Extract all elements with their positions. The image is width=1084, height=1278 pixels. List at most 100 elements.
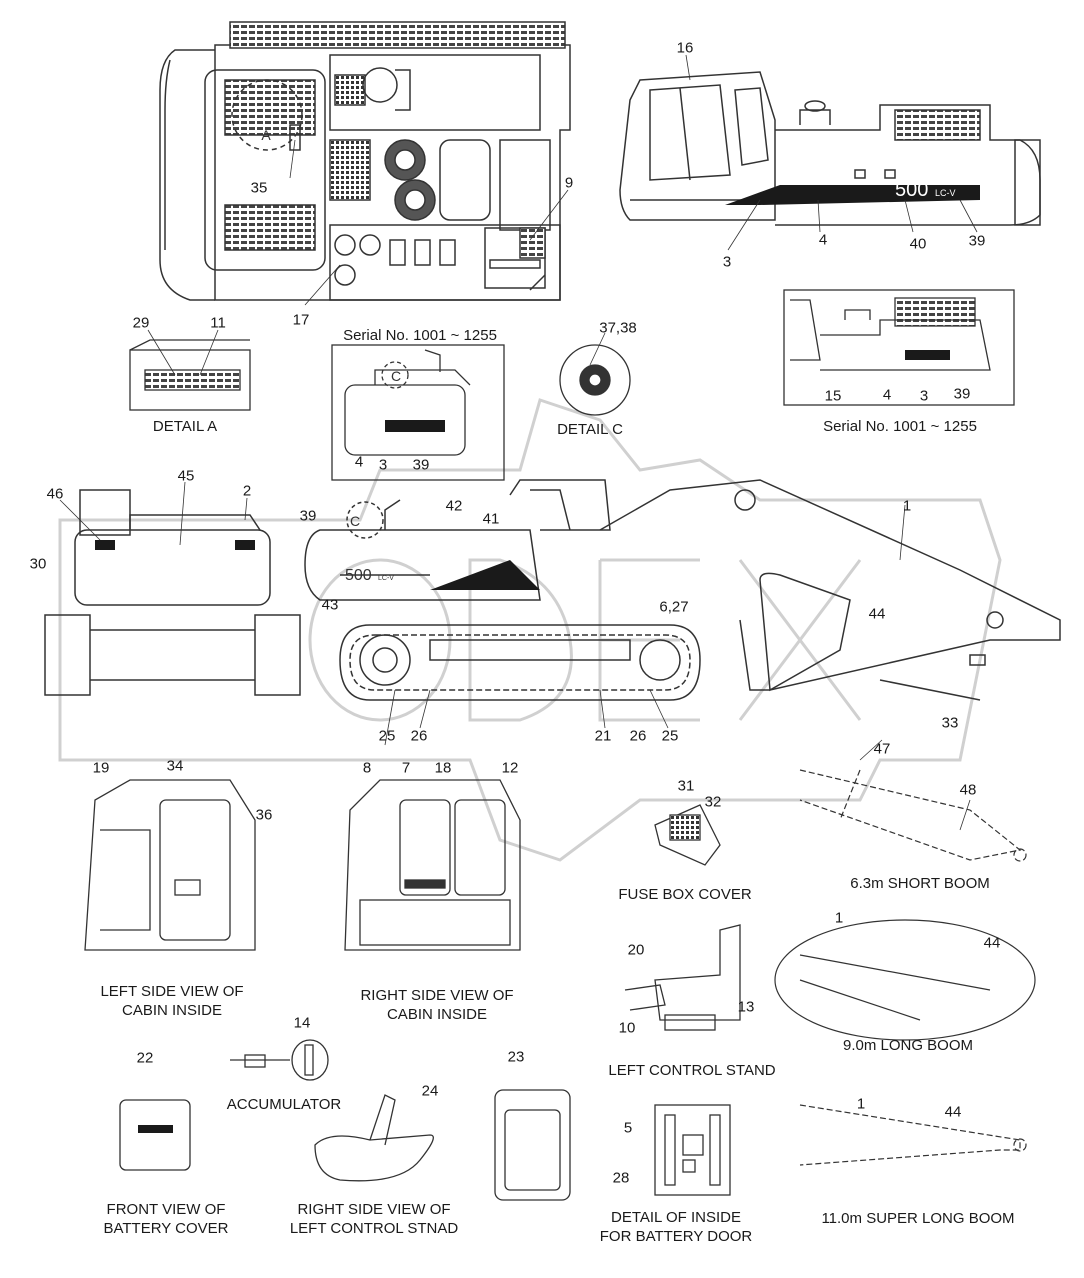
cabin-left-inside-drawing <box>84 779 256 951</box>
part-number-44: 44 <box>983 934 1001 952</box>
fuse-box-drawing <box>654 804 721 866</box>
part-number-2: 2 <box>242 482 252 500</box>
part-number-7: 7 <box>401 759 411 777</box>
part-number-31: 31 <box>677 777 695 795</box>
door-drawing <box>494 1089 571 1201</box>
serial-box-right <box>783 289 1015 406</box>
cabin-right-inside-drawing <box>344 779 521 951</box>
part-number-40: 40 <box>909 235 927 253</box>
part-number-32: 32 <box>704 793 722 811</box>
part-number-22: 22 <box>136 1049 154 1067</box>
part-number-3: 3 <box>378 456 388 474</box>
part-number-3: 3 <box>722 253 732 271</box>
top-right-side-view <box>619 71 1041 226</box>
part-number-6-27: 6,27 <box>659 598 689 616</box>
part-number-45: 45 <box>177 467 195 485</box>
caption-battery-cover-line1: FRONT VIEW OF <box>106 1201 226 1218</box>
caption-right-cabin: RIGHT SIDE VIEW OF CABIN INSIDE <box>360 986 513 1024</box>
caption-right-control-line1: RIGHT SIDE VIEW OF <box>297 1201 451 1218</box>
part-number-39: 39 <box>299 507 317 525</box>
part-number-26: 26 <box>410 727 428 745</box>
part-number-30: 30 <box>29 555 47 573</box>
part-number-17: 17 <box>292 311 310 329</box>
part-number-3: 3 <box>919 387 929 405</box>
part-number-14: 14 <box>293 1014 311 1032</box>
caption-right-control: RIGHT SIDE VIEW OF LEFT CONTROL STNAD <box>290 1200 458 1238</box>
part-number-20: 20 <box>627 941 645 959</box>
leader-lines <box>59 54 978 831</box>
caption-left-cabin-line1: LEFT SIDE VIEW OF <box>100 983 244 1000</box>
detail-letter-c-serial: C <box>391 368 401 384</box>
detail-letter-a: A <box>261 127 271 143</box>
super-long-boom-drawing <box>799 1104 1027 1166</box>
part-number-33: 33 <box>941 714 959 732</box>
part-number-12: 12 <box>501 759 519 777</box>
left-control-stand-drawing <box>624 924 741 1031</box>
part-number-24: 24 <box>421 1082 439 1100</box>
model-decal-side: 500 <box>345 567 372 584</box>
part-number-42: 42 <box>445 497 463 515</box>
model-decal-top: 500 <box>895 179 928 201</box>
part-number-26: 26 <box>629 727 647 745</box>
part-number-19: 19 <box>92 759 110 777</box>
accumulator-drawing <box>230 1039 329 1081</box>
part-number-36: 36 <box>255 806 273 824</box>
part-number-4: 4 <box>882 386 892 404</box>
caption-long-boom: 9.0m LONG BOOM <box>842 1037 974 1054</box>
caption-left-cabin-line2: CABIN INSIDE <box>121 1002 223 1019</box>
caption-battery-cover-line2: BATTERY COVER <box>103 1220 229 1237</box>
top-view-upper-structure <box>159 21 571 301</box>
right-control-drawing <box>314 1094 434 1182</box>
detail-c-drawing <box>559 344 631 416</box>
caption-battery-door-line2: FOR BATTERY DOOR <box>599 1228 753 1245</box>
part-number-15: 15 <box>824 387 842 405</box>
part-number-34: 34 <box>166 757 184 775</box>
part-number-41: 41 <box>482 510 500 528</box>
caption-accumulator: ACCUMULATOR <box>226 1096 342 1113</box>
part-number-13: 13 <box>737 998 755 1016</box>
caption-right-control-line2: LEFT CONTROL STNAD <box>289 1220 459 1237</box>
part-number-46: 46 <box>46 485 64 503</box>
detail-a-drawing <box>129 339 251 411</box>
caption-super-long-boom: 11.0m SUPER LONG BOOM <box>821 1210 1015 1227</box>
detail-letter-c-side: C <box>350 513 360 529</box>
part-number-9: 9 <box>564 174 574 192</box>
long-boom-drawing <box>774 919 1036 1041</box>
caption-detail-a: DETAIL A <box>152 418 218 435</box>
part-number-39: 39 <box>968 232 986 250</box>
battery-door-drawing <box>654 1104 731 1196</box>
part-number-11: 11 <box>210 314 226 332</box>
part-number-28: 28 <box>612 1169 630 1187</box>
main-excavator-side-view <box>44 479 1061 701</box>
caption-serial-right: Serial No. 1001 ~ 1255 <box>823 418 977 435</box>
caption-left-control-stand: LEFT CONTROL STAND <box>608 1062 776 1079</box>
model-suffix-top: LC-V <box>935 188 956 198</box>
part-number-37-38: 37,38 <box>599 319 637 337</box>
part-number-8: 8 <box>362 759 372 777</box>
part-number-43: 43 <box>321 596 339 614</box>
caption-detail-c: DETAIL C <box>557 421 623 438</box>
part-number-1: 1 <box>834 909 844 927</box>
short-boom-drawing <box>799 769 1027 862</box>
part-number-25: 25 <box>378 727 396 745</box>
serial-box-mid <box>331 344 505 481</box>
caption-battery-door-line1: DETAIL OF INSIDE <box>610 1209 742 1226</box>
part-number-4: 4 <box>818 231 828 249</box>
part-number-18: 18 <box>434 759 452 777</box>
part-number-29: 29 <box>132 314 150 332</box>
caption-battery-door: DETAIL OF INSIDE FOR BATTERY DOOR <box>600 1208 753 1246</box>
part-number-4: 4 <box>354 453 364 471</box>
part-number-25: 25 <box>661 727 679 745</box>
caption-right-cabin-line2: CABIN INSIDE <box>386 1006 488 1023</box>
part-number-10: 10 <box>618 1019 636 1037</box>
part-number-48: 48 <box>959 781 977 799</box>
caption-left-cabin: LEFT SIDE VIEW OF CABIN INSIDE <box>100 982 243 1020</box>
part-number-35: 35 <box>250 179 268 197</box>
caption-short-boom: 6.3m SHORT BOOM <box>850 875 990 892</box>
caption-serial-mid: Serial No. 1001 ~ 1255 <box>343 327 497 344</box>
part-number-21: 21 <box>594 727 612 745</box>
caption-fuse-box: FUSE BOX COVER <box>618 886 752 903</box>
caption-right-cabin-line1: RIGHT SIDE VIEW OF <box>360 987 514 1004</box>
